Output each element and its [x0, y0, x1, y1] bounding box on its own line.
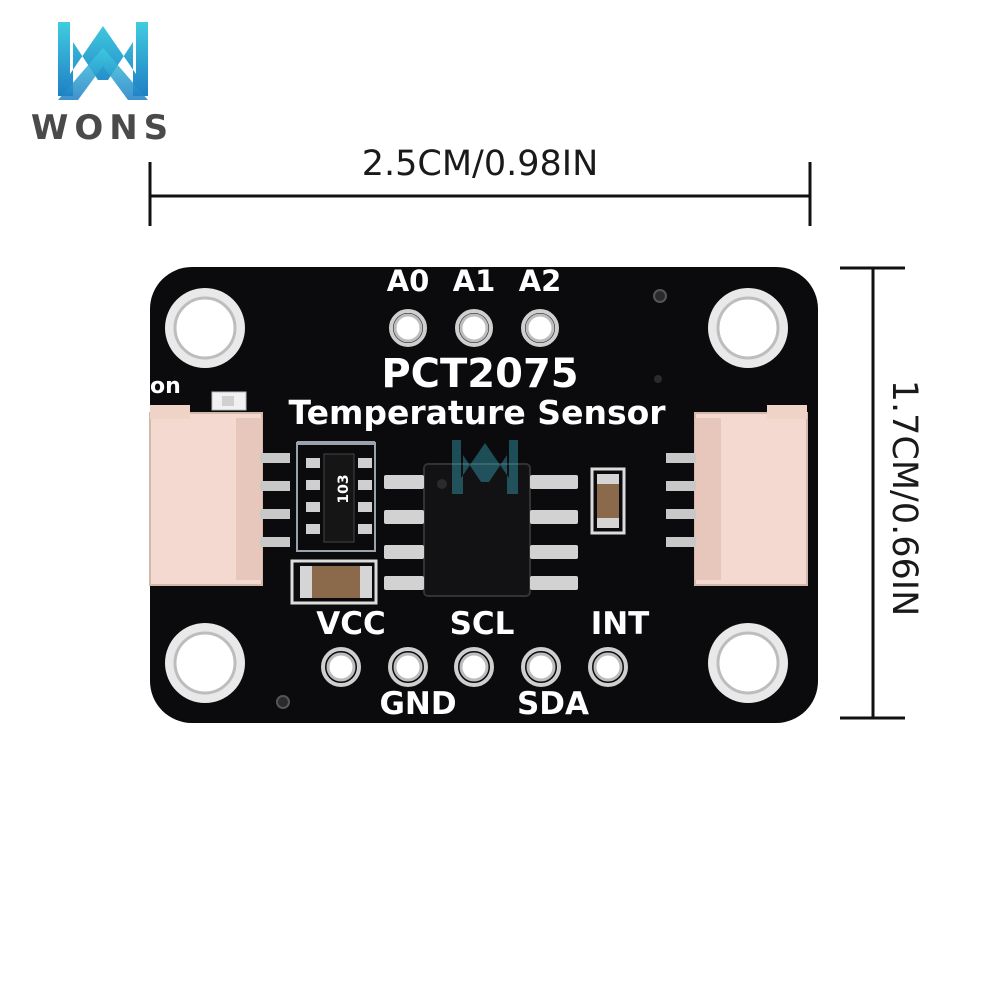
brand-name: WONS — [30, 108, 175, 148]
width-label: 2.5CM/0.98IN — [361, 144, 599, 184]
board-title: PCT2075 — [381, 351, 579, 397]
pin-label-a0: A0 — [386, 264, 430, 298]
pin-label-vcc: VCC — [316, 606, 386, 642]
left-connector — [149, 405, 290, 586]
pin-label-a2: A2 — [518, 264, 562, 298]
mounting-holes — [165, 288, 788, 703]
sensor-chip — [384, 463, 578, 597]
pin-label-gnd: GND — [379, 686, 457, 722]
resistor-code: 103 — [336, 474, 352, 504]
board-subtitle: Temperature Sensor — [288, 393, 666, 432]
pin-label-int: INT — [590, 606, 650, 642]
pin-label-sda: SDA — [516, 686, 590, 722]
pin-label-a1: A1 — [452, 264, 496, 298]
wons-logo — [58, 22, 148, 100]
right-connector — [666, 405, 808, 586]
led-label: on — [150, 374, 181, 399]
pin-label-scl: SCL — [449, 606, 515, 642]
